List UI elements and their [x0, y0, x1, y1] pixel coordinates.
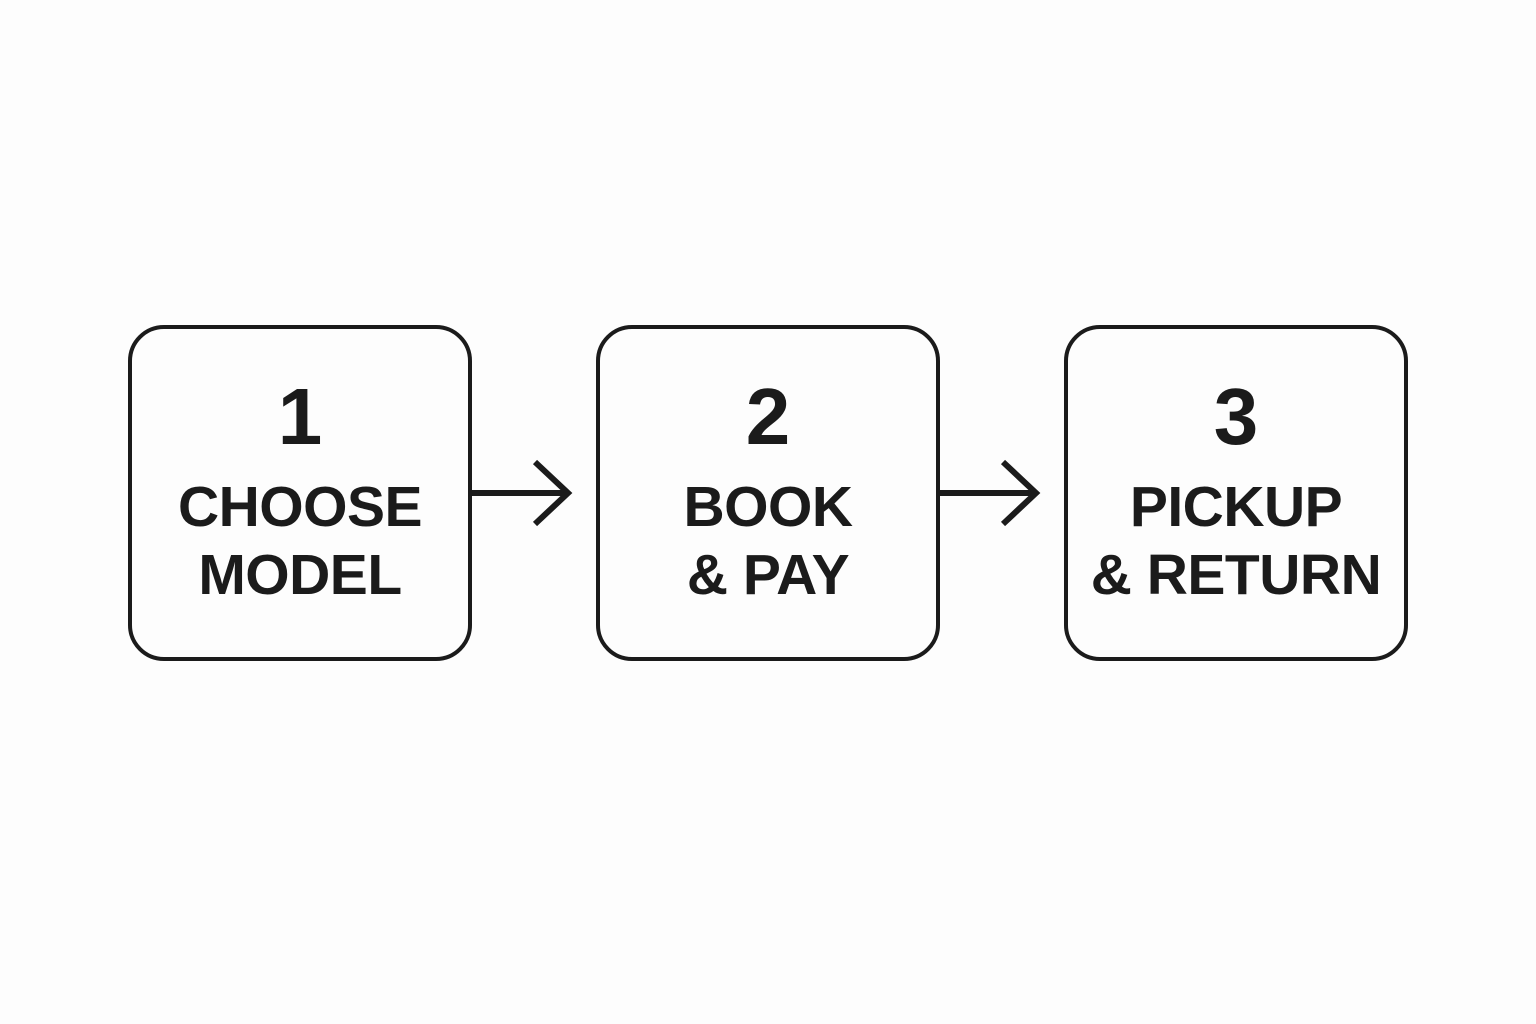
step-label: CHOOSE MODEL	[177, 473, 423, 609]
step-label-line2: & PAY	[686, 543, 850, 607]
arrow-right-icon	[472, 459, 573, 527]
step-number: 2	[745, 372, 791, 461]
step-box-choose-model: 1 CHOOSE MODEL	[128, 325, 472, 661]
arrow-cell-2	[940, 325, 1064, 661]
step-number: 1	[277, 372, 323, 461]
step-number: 3	[1213, 372, 1259, 461]
arrow-right-icon	[940, 459, 1041, 527]
step-label-line2: MODEL	[198, 543, 402, 607]
step-label-line1: PICKUP	[1129, 475, 1343, 539]
step-box-pickup-return: 3 PICKUP & RETURN	[1064, 325, 1408, 661]
step-label: BOOK & PAY	[683, 473, 854, 609]
step-box-book-pay: 2 BOOK & PAY	[596, 325, 940, 661]
process-flow-diagram: 1 CHOOSE MODEL 2 BOOK & PAY 3	[128, 325, 1408, 661]
step-label-line1: BOOK	[683, 475, 854, 539]
step-label-line1: CHOOSE	[177, 475, 423, 539]
step-label-line2: & RETURN	[1090, 543, 1382, 607]
arrow-cell-1	[472, 325, 596, 661]
step-label: PICKUP & RETURN	[1091, 473, 1382, 609]
